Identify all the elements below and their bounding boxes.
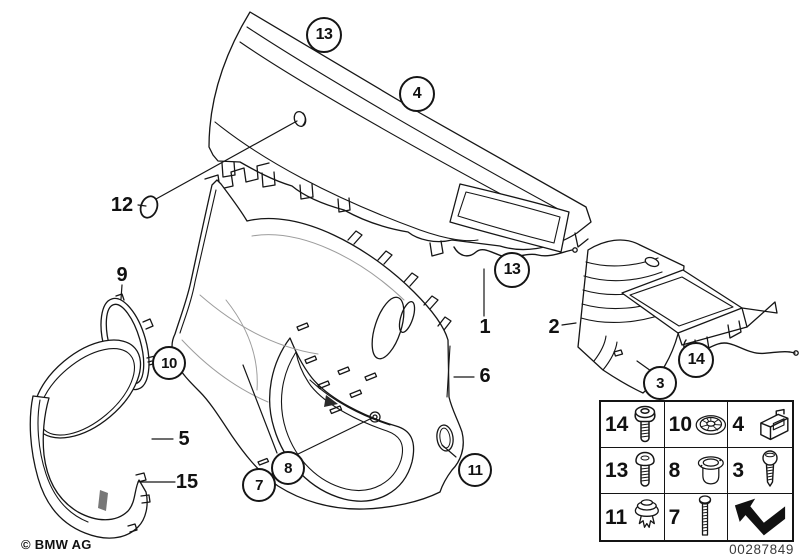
- legend-cell-13: 13: [601, 448, 665, 494]
- legend-cell-11: 11: [601, 494, 665, 540]
- document-number: 00287849: [729, 542, 794, 557]
- legend-cell-3: 3: [728, 448, 792, 494]
- expanding-rivet-icon: [634, 499, 659, 528]
- flange-head-screw-icon: [634, 405, 656, 442]
- callout-8[interactable]: 8: [271, 451, 305, 485]
- fastener-legend-table: 14 10: [599, 400, 794, 542]
- callout-10[interactable]: 10: [152, 346, 186, 380]
- legend-cell-7: 7: [665, 494, 729, 540]
- callout-15[interactable]: 15: [175, 471, 199, 493]
- legend-cell-arrow: [728, 494, 792, 540]
- callout-3[interactable]: 3: [643, 366, 677, 400]
- expanding-grommet-icon: [697, 455, 724, 484]
- callout-14[interactable]: 14: [678, 342, 714, 378]
- callout-6[interactable]: 6: [479, 365, 491, 387]
- callout-12[interactable]: 12: [110, 194, 134, 216]
- retaining-clip-icon: [760, 408, 789, 440]
- callout-13-mid[interactable]: 13: [494, 252, 530, 288]
- star-lock-washer-icon: [695, 414, 726, 435]
- direction-arrow-icon: [735, 498, 786, 536]
- callout-13-top[interactable]: 13: [306, 17, 342, 53]
- callout-1[interactable]: 1: [479, 316, 491, 338]
- legend-cell-4: 4: [728, 402, 792, 448]
- callout-2[interactable]: 2: [548, 316, 560, 338]
- callout-9[interactable]: 9: [116, 264, 128, 286]
- button-head-screw-icon: [635, 451, 655, 487]
- callout-11[interactable]: 11: [458, 453, 492, 487]
- legend-cell-14: 14: [601, 402, 665, 448]
- legend-cell-10: 10: [664, 402, 729, 448]
- callout-4[interactable]: 4: [399, 76, 435, 112]
- long-screw-icon: [698, 495, 711, 536]
- legend-cell-8: 8: [664, 448, 729, 494]
- callout-7[interactable]: 7: [242, 468, 276, 502]
- bmw-copyright: © BMW AG: [21, 537, 92, 552]
- callout-5[interactable]: 5: [178, 428, 190, 450]
- pan-head-screw-icon: [762, 449, 779, 487]
